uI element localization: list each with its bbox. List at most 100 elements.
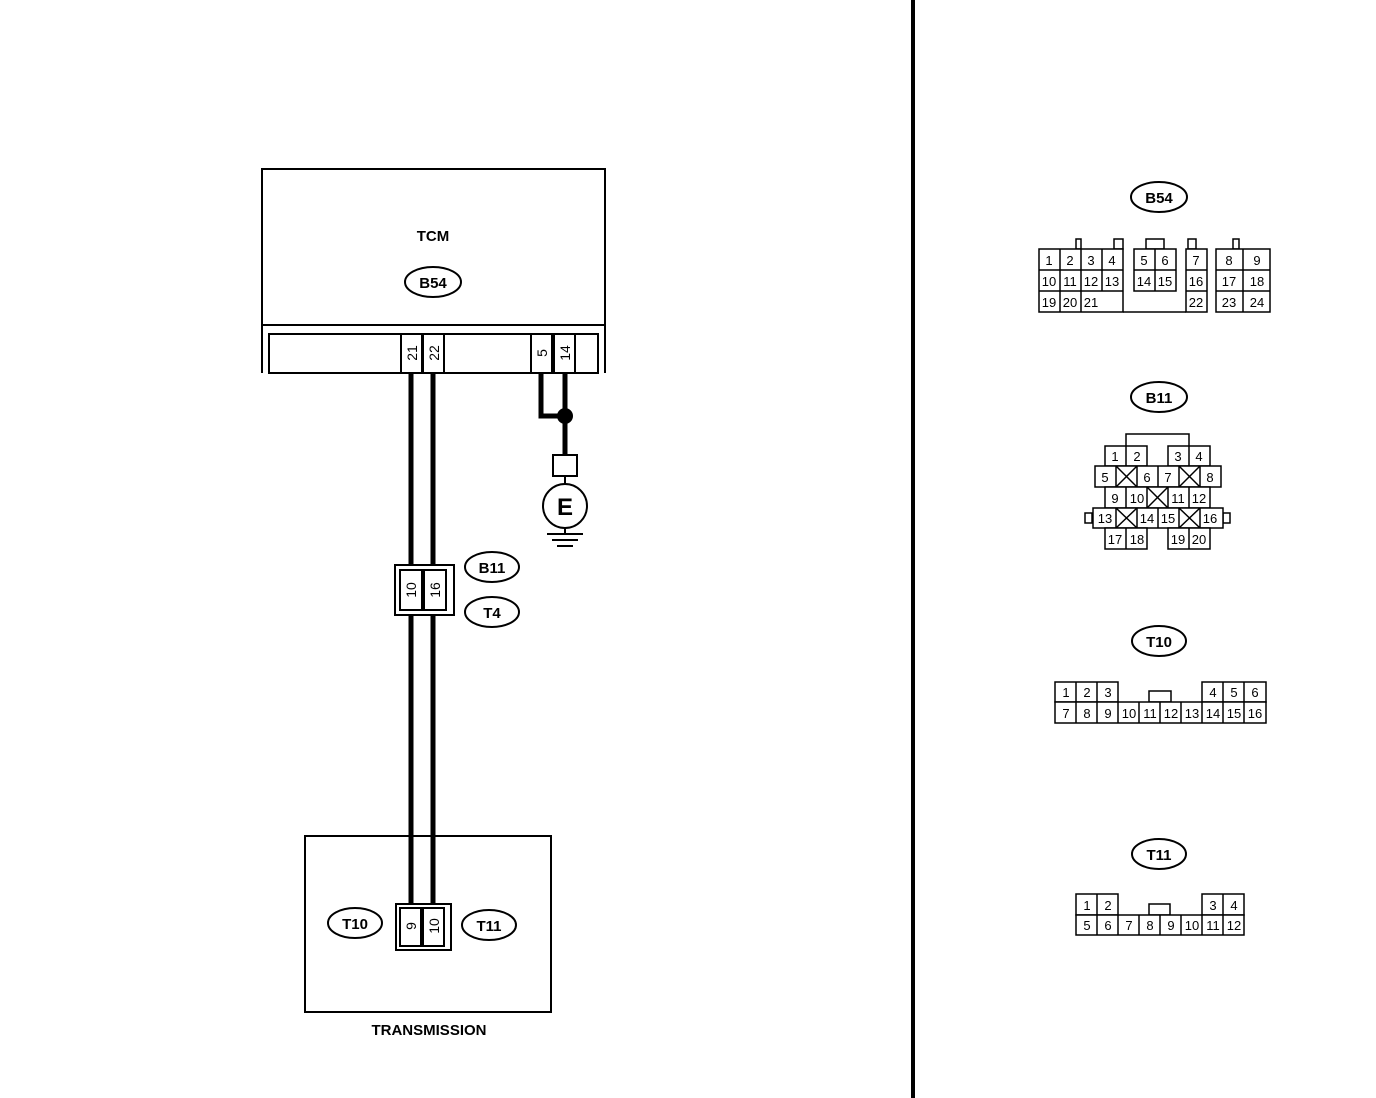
b11-pin: 6 bbox=[1143, 470, 1150, 485]
b11-pin: 12 bbox=[1192, 491, 1206, 506]
b54-pin: 13 bbox=[1105, 274, 1119, 289]
b11-pin: 19 bbox=[1171, 532, 1185, 547]
t11-pin: 7 bbox=[1125, 918, 1132, 933]
b54-tag: B54 bbox=[1145, 190, 1173, 207]
inline-pin-10: 10 bbox=[403, 582, 419, 598]
t10-pin: 7 bbox=[1062, 706, 1069, 721]
connector-view-t10: T10 1 2 3 4 5 6 7 8 9 10 11 12 13 14 15 bbox=[1054, 625, 1267, 724]
b11-pin: 18 bbox=[1130, 532, 1144, 547]
t11-pin: 5 bbox=[1083, 918, 1090, 933]
t10-pin: 15 bbox=[1227, 706, 1241, 721]
t11-pin: 2 bbox=[1104, 898, 1111, 913]
b54-pin: 6 bbox=[1161, 253, 1168, 268]
b54-pin: 7 bbox=[1192, 253, 1199, 268]
t11-pin: 8 bbox=[1146, 918, 1153, 933]
b11-pin: 13 bbox=[1098, 511, 1112, 526]
tcm-pin-22: 22 bbox=[426, 345, 442, 361]
b54-pin: 22 bbox=[1189, 295, 1203, 310]
b54-pin: 8 bbox=[1225, 253, 1232, 268]
t10-pin: 4 bbox=[1209, 685, 1216, 700]
b54-pin: 4 bbox=[1108, 253, 1115, 268]
transmission-tag-t11: T11 bbox=[476, 918, 501, 935]
b11-pin: 5 bbox=[1101, 470, 1108, 485]
t11-pin: 9 bbox=[1167, 918, 1174, 933]
t10-tag: T10 bbox=[1146, 634, 1172, 651]
connector-view-b11: B11 1 2 3 4 5 6 7 bbox=[1084, 381, 1231, 550]
b54-pin: 21 bbox=[1084, 295, 1098, 310]
t10-pin: 13 bbox=[1185, 706, 1199, 721]
inline-tag-t4: T4 bbox=[483, 605, 501, 622]
tcm-title: TCM bbox=[417, 228, 450, 245]
t11-pin: 12 bbox=[1227, 918, 1241, 933]
b11-pin: 16 bbox=[1203, 511, 1217, 526]
t11-pin: 6 bbox=[1104, 918, 1111, 933]
t11-tag: T11 bbox=[1146, 847, 1171, 864]
b11-pin: 11 bbox=[1171, 491, 1185, 506]
t10-pin: 2 bbox=[1083, 685, 1090, 700]
b11-pin: 15 bbox=[1161, 511, 1175, 526]
b11-pin: 20 bbox=[1192, 532, 1206, 547]
b54-pin: 9 bbox=[1253, 253, 1260, 268]
t10-pin: 10 bbox=[1122, 706, 1136, 721]
t10-pin: 8 bbox=[1083, 706, 1090, 721]
b54-pin: 20 bbox=[1063, 295, 1077, 310]
transmission-pin-9: 9 bbox=[403, 922, 419, 930]
b54-pin: 23 bbox=[1222, 295, 1236, 310]
inline-tag-b11: B11 bbox=[479, 560, 506, 577]
b54-pin: 2 bbox=[1066, 253, 1073, 268]
b54-pin: 1 bbox=[1045, 253, 1052, 268]
b54-pin: 16 bbox=[1189, 274, 1203, 289]
t10-pin: 9 bbox=[1104, 706, 1111, 721]
t10-pin: 6 bbox=[1251, 685, 1258, 700]
connector-view-t11: T11 1 2 3 4 5 6 7 8 9 10 11 12 bbox=[1075, 838, 1245, 936]
t10-pin: 11 bbox=[1143, 706, 1157, 721]
ground-symbol: E bbox=[542, 408, 588, 547]
t11-pin: 4 bbox=[1230, 898, 1237, 913]
transmission-title: TRANSMISSION bbox=[371, 1022, 486, 1039]
connector-view-b54: B54 1 2 3 4 5 6 7 8 bbox=[1038, 181, 1271, 313]
t11-pin: 1 bbox=[1083, 898, 1090, 913]
b54-pin: 12 bbox=[1084, 274, 1098, 289]
wire-harness bbox=[408, 373, 568, 905]
b54-pin: 18 bbox=[1250, 274, 1264, 289]
b54-pin: 5 bbox=[1140, 253, 1147, 268]
t10-pin: 16 bbox=[1248, 706, 1262, 721]
tcm-connector-tag-label: B54 bbox=[419, 275, 447, 292]
b54-pin: 11 bbox=[1063, 274, 1077, 289]
t10-pin: 3 bbox=[1104, 685, 1111, 700]
b54-pin: 17 bbox=[1222, 274, 1236, 289]
b54-pin: 19 bbox=[1042, 295, 1056, 310]
b11-pin: 3 bbox=[1174, 449, 1181, 464]
t10-pin: 14 bbox=[1206, 706, 1220, 721]
transmission-tag-t10: T10 bbox=[342, 916, 368, 933]
b11-pin: 1 bbox=[1111, 449, 1118, 464]
b54-pin: 24 bbox=[1250, 295, 1264, 310]
t10-pin: 12 bbox=[1164, 706, 1178, 721]
t11-pin: 11 bbox=[1206, 918, 1220, 933]
t10-pin: 5 bbox=[1230, 685, 1237, 700]
transmission-pin-10: 10 bbox=[426, 918, 442, 934]
tcm-connector-tag bbox=[404, 266, 462, 298]
b11-pin: 7 bbox=[1164, 470, 1171, 485]
tcm-pin-14: 14 bbox=[557, 345, 573, 361]
b54-pin: 15 bbox=[1158, 274, 1172, 289]
ground-label: E bbox=[557, 494, 573, 521]
b11-pin: 17 bbox=[1108, 532, 1122, 547]
b11-pin: 14 bbox=[1140, 511, 1154, 526]
b11-pin: 8 bbox=[1206, 470, 1213, 485]
t11-pin: 10 bbox=[1185, 918, 1199, 933]
b11-pin: 4 bbox=[1195, 449, 1202, 464]
tcm-pin-5: 5 bbox=[534, 349, 550, 357]
b54-pin: 10 bbox=[1042, 274, 1056, 289]
b11-pin: 2 bbox=[1133, 449, 1140, 464]
tcm-pin-21: 21 bbox=[404, 345, 420, 361]
b11-tag: B11 bbox=[1146, 390, 1173, 407]
b11-pin: 9 bbox=[1111, 491, 1118, 506]
inline-pin-16: 16 bbox=[427, 582, 443, 598]
tcm-module: TCM B54 21 22 5 14 bbox=[261, 168, 606, 374]
b54-pin: 14 bbox=[1137, 274, 1151, 289]
t11-pin: 3 bbox=[1209, 898, 1216, 913]
b11-pin: 10 bbox=[1130, 491, 1144, 506]
b54-pin: 3 bbox=[1087, 253, 1094, 268]
